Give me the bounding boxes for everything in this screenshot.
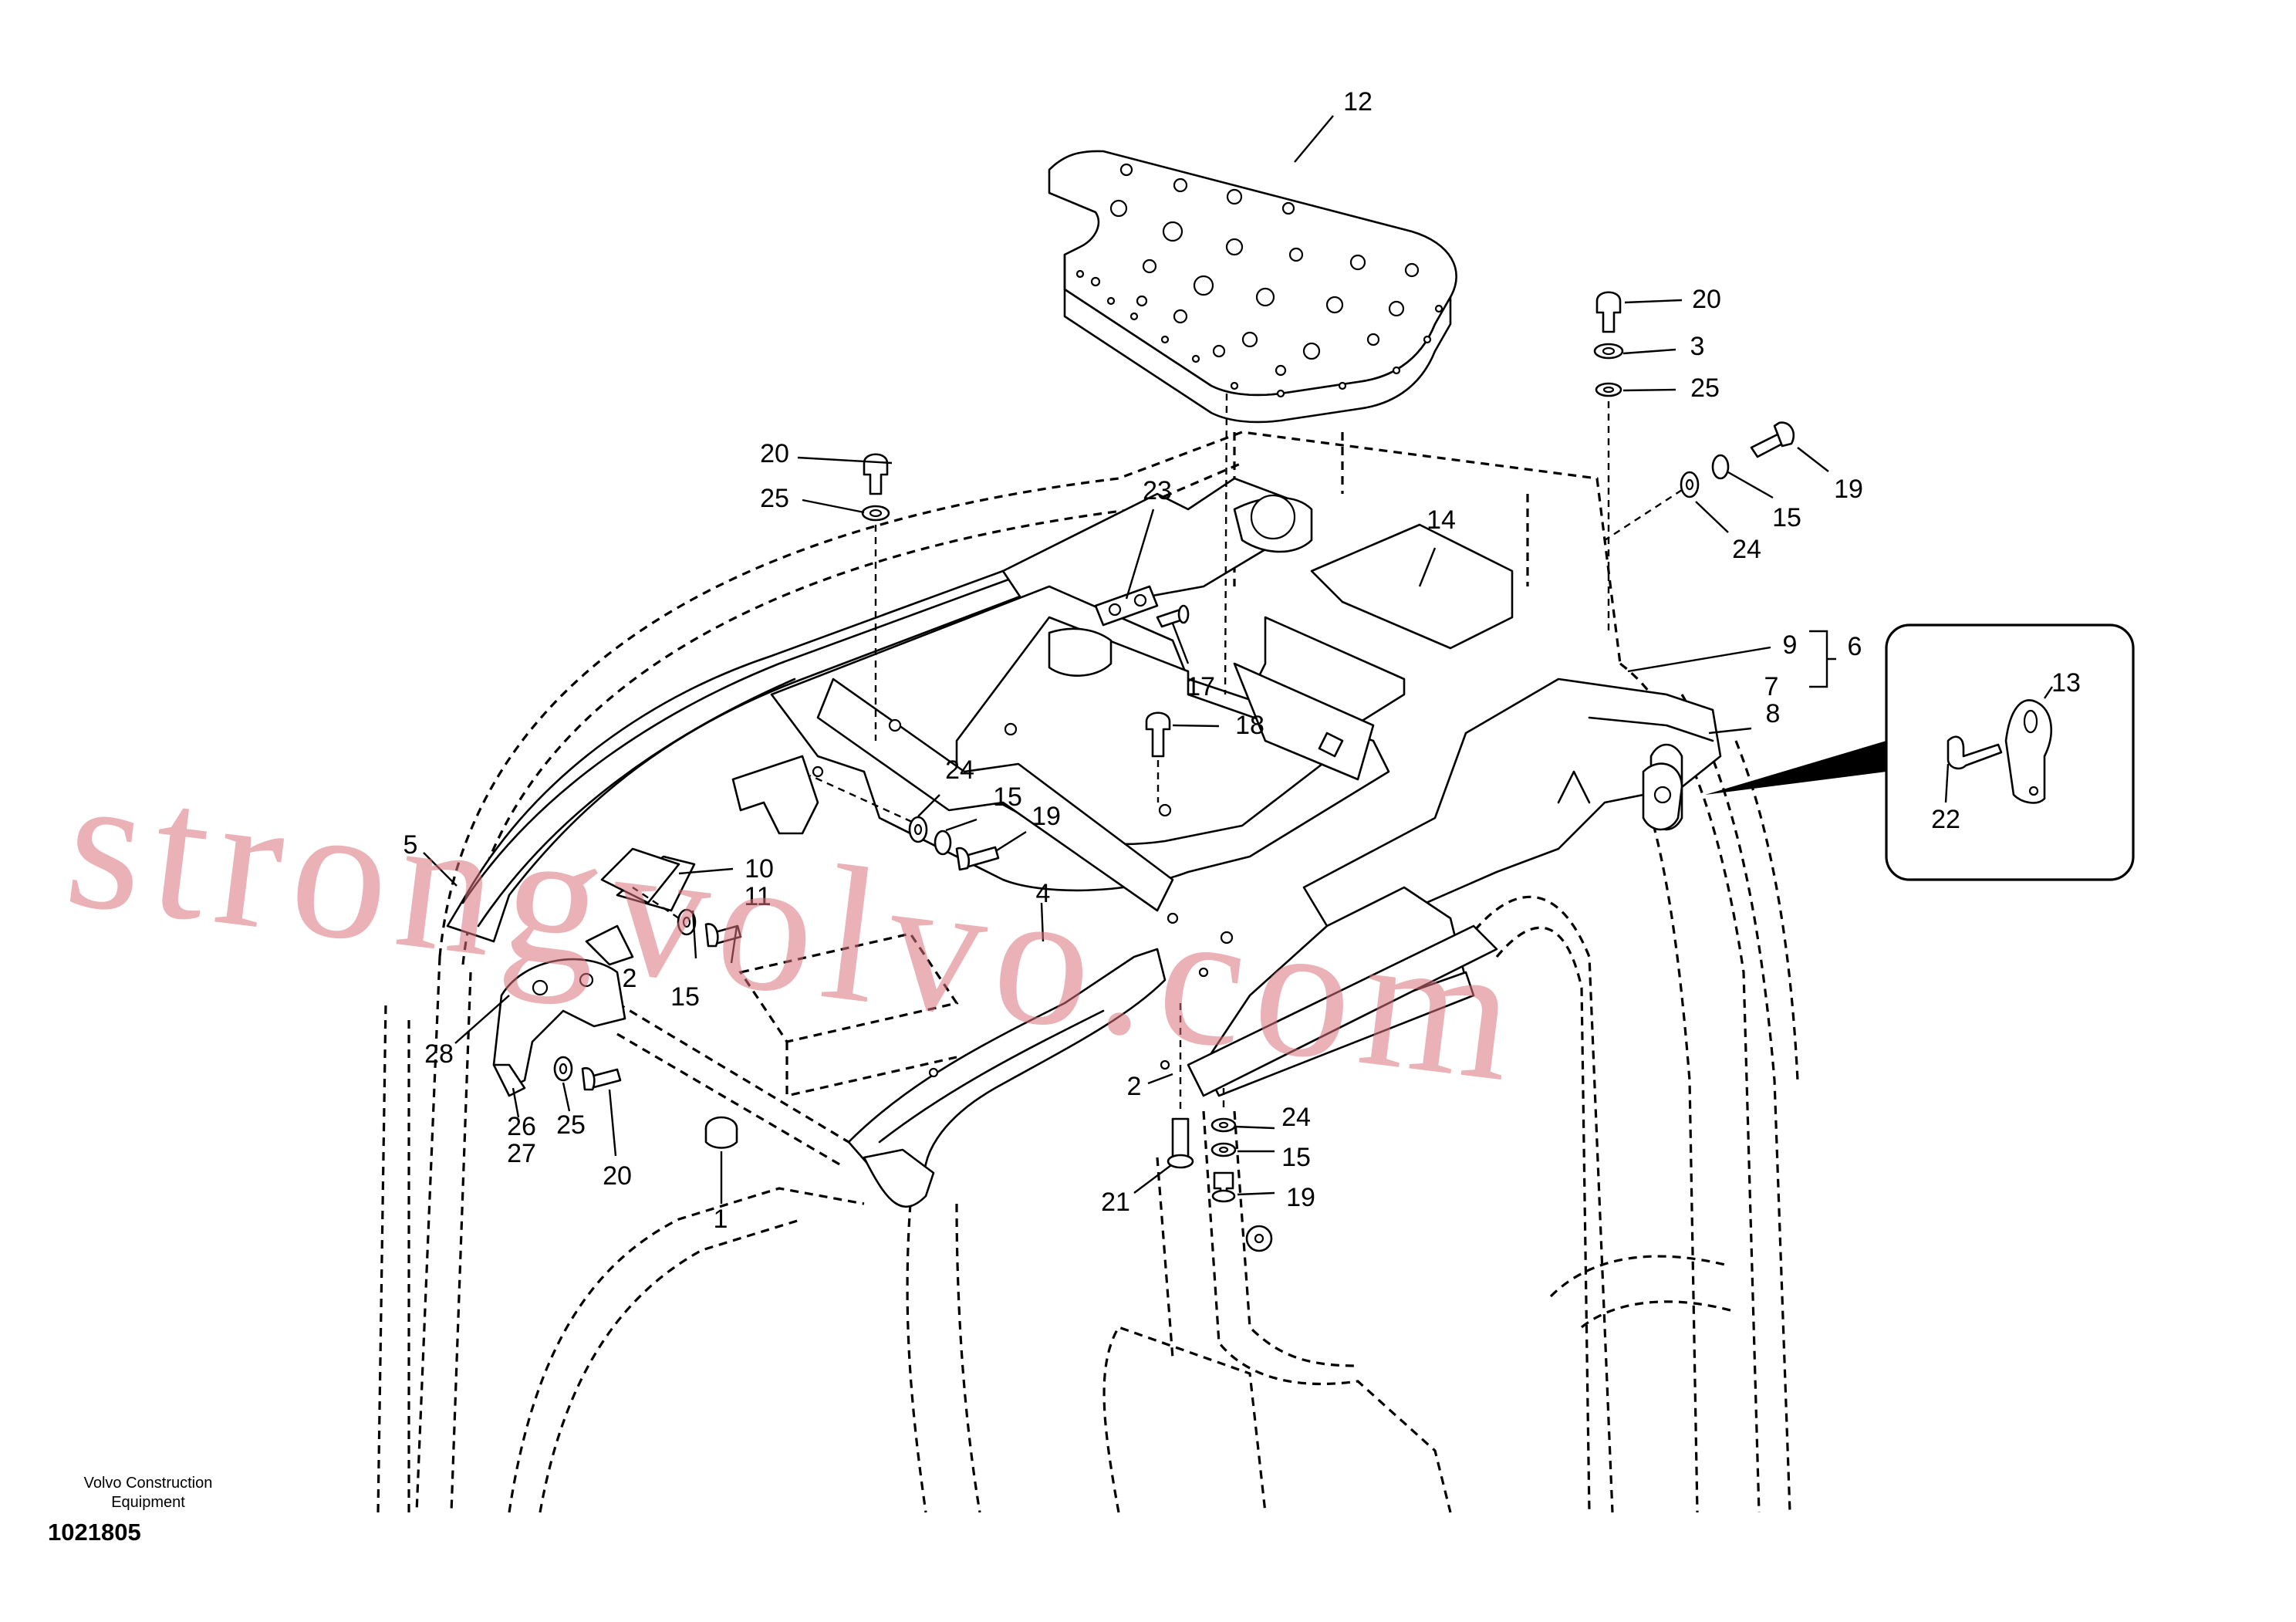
cab-outline-dashed xyxy=(376,431,1799,1513)
hatch-mounting-holes xyxy=(1075,163,1443,398)
callout-9: 9 xyxy=(1783,630,1798,660)
callout-18: 18 xyxy=(1235,711,1264,740)
callout-21: 21 xyxy=(1101,1188,1130,1217)
callout-15-top: 15 xyxy=(1772,503,1801,532)
callout-19-mid: 19 xyxy=(1032,802,1061,831)
callout-5: 5 xyxy=(403,830,418,860)
callout-17: 17 xyxy=(1186,672,1215,701)
callout-20-left: 20 xyxy=(760,439,789,468)
callout-11: 11 xyxy=(744,882,771,911)
callout-4: 4 xyxy=(1036,879,1051,908)
callout-24-top: 24 xyxy=(1732,535,1761,564)
callout-10: 10 xyxy=(745,854,774,884)
leader-lines xyxy=(423,115,2053,1204)
roof-hatch-plate[interactable] xyxy=(1048,150,1457,424)
callout-6: 6 xyxy=(1848,632,1862,661)
callout-25-left: 25 xyxy=(760,484,789,513)
callout-25-top: 25 xyxy=(1690,373,1720,403)
callout-26: 26 xyxy=(507,1112,536,1141)
company-name-line1: Volvo Construction xyxy=(83,1475,213,1492)
callout-1: 1 xyxy=(714,1205,728,1234)
roof-frame-assembly[interactable] xyxy=(446,477,1722,1208)
fasteners[interactable] xyxy=(492,291,1795,1252)
company-name-line2: Equipment xyxy=(111,1494,185,1511)
callout-15-left: 15 xyxy=(670,982,700,1012)
callout-27: 27 xyxy=(507,1139,536,1168)
callout-24-bottom: 24 xyxy=(1281,1103,1311,1132)
callout-19-bottom: 19 xyxy=(1286,1183,1315,1212)
callout-28: 28 xyxy=(424,1039,454,1069)
callout-25-bottom: 25 xyxy=(556,1110,586,1140)
callout-13: 13 xyxy=(2051,668,2081,698)
callout-7: 7 xyxy=(1764,672,1779,701)
callout-2-left: 2 xyxy=(623,964,637,993)
callout-3: 3 xyxy=(1690,332,1705,361)
callout-15-mid: 15 xyxy=(993,782,1022,812)
callout-15-bottom: 15 xyxy=(1281,1143,1311,1172)
drawing-number: 1021805 xyxy=(48,1519,141,1546)
company-name: Volvo Construction Equipment xyxy=(71,1474,225,1512)
callout-12: 12 xyxy=(1343,87,1373,117)
callout-20-bottom: 20 xyxy=(603,1161,632,1191)
callout-19-top: 19 xyxy=(1834,475,1863,504)
callout-labels: 12 20 3 25 19 15 24 20 25 23 14 17 18 9 … xyxy=(403,87,2081,1234)
callout-8: 8 xyxy=(1766,699,1781,728)
callout-20-top: 20 xyxy=(1692,285,1721,314)
callout-24-mid: 24 xyxy=(945,755,974,785)
callout-23: 23 xyxy=(1143,476,1172,505)
detail-inset xyxy=(1705,623,2135,881)
callout-14: 14 xyxy=(1427,505,1456,535)
callout-22: 22 xyxy=(1931,805,1960,834)
callout-2-mid: 2 xyxy=(1127,1072,1142,1101)
